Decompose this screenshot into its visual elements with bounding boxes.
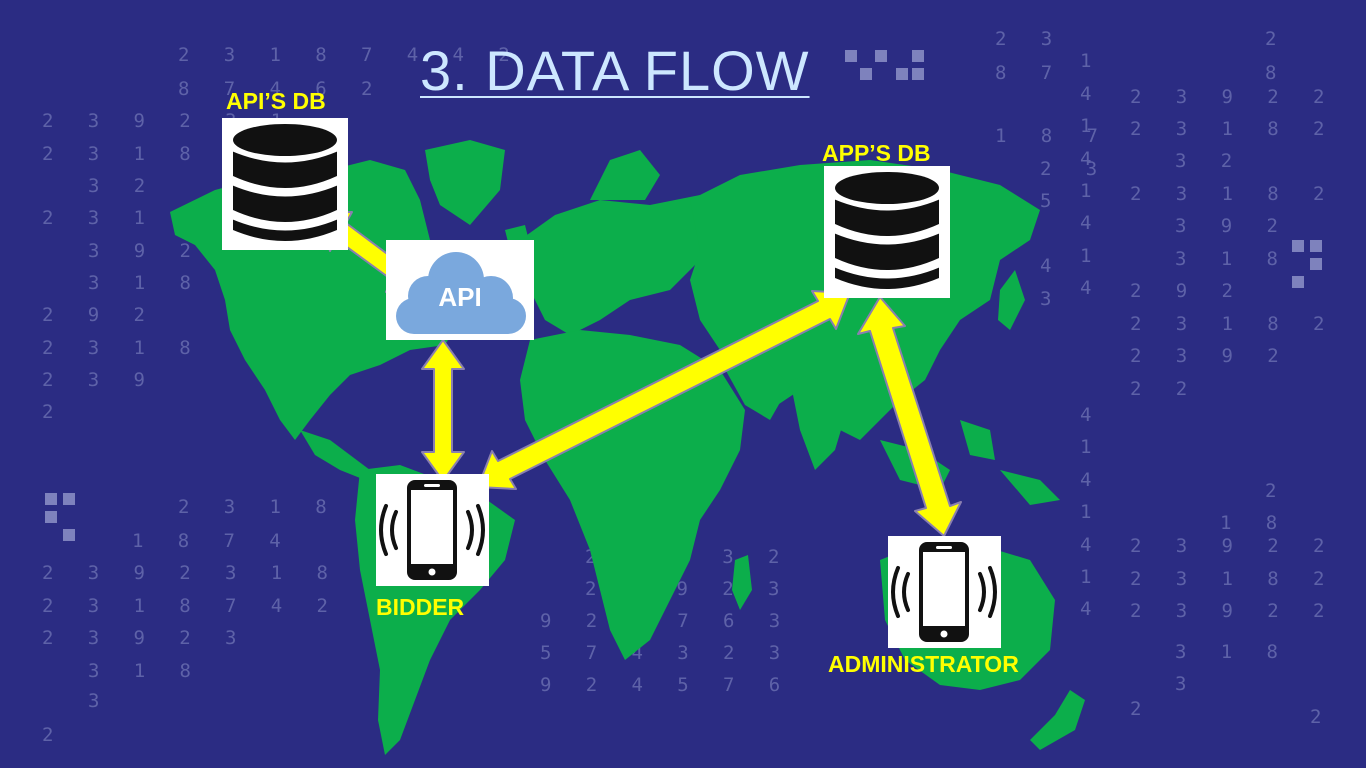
api-label: API [438,281,482,312]
arrow-appdb-admin [857,296,962,537]
bidder-label: BIDDER [376,594,465,620]
app-db-node [824,166,950,298]
api-node: API [386,240,534,340]
smartphone-icon [379,480,485,580]
page-title: 3. DATA FLOW [420,39,810,102]
app-db-label: APP’S DB [822,140,931,166]
arrow-api-bidder [421,339,465,482]
bidder-node [376,474,489,586]
database-icon [834,172,940,289]
api-db-node [222,118,348,250]
smartphone-icon [891,542,997,642]
administrator-node [888,536,1001,648]
api-db-label: API’S DB [226,88,326,114]
administrator-label: ADMINISTRATOR [828,651,1019,677]
database-icon [232,124,338,241]
cloud-icon [396,252,526,334]
